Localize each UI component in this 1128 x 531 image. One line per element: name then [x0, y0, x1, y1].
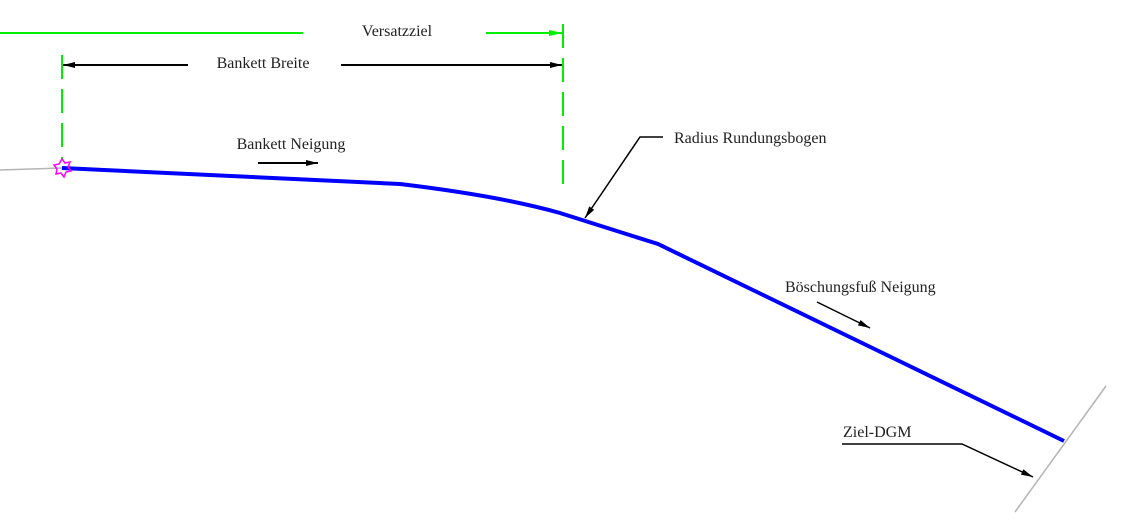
radius-leader — [584, 136, 663, 219]
radius-label: Radius Rundungsbogen — [674, 130, 826, 147]
bankett-neigung-label: Bankett Neigung — [237, 136, 346, 153]
existing-ground-line — [0, 167, 63, 171]
profile-line — [61, 166, 1065, 443]
versatzziel-label: Versatzziel — [362, 23, 433, 40]
insertion-point-marker — [52, 157, 73, 179]
boeschungsfuss-label: Böschungsfuß Neigung — [785, 279, 936, 296]
ziel-dgm-label: Ziel-DGM — [843, 424, 911, 441]
foreslope-arrow — [816, 301, 871, 329]
ziel-dgm-leader — [842, 443, 1034, 478]
bankett-breite-label: Bankett Breite — [217, 55, 310, 72]
target-surface-line — [1014, 385, 1107, 513]
